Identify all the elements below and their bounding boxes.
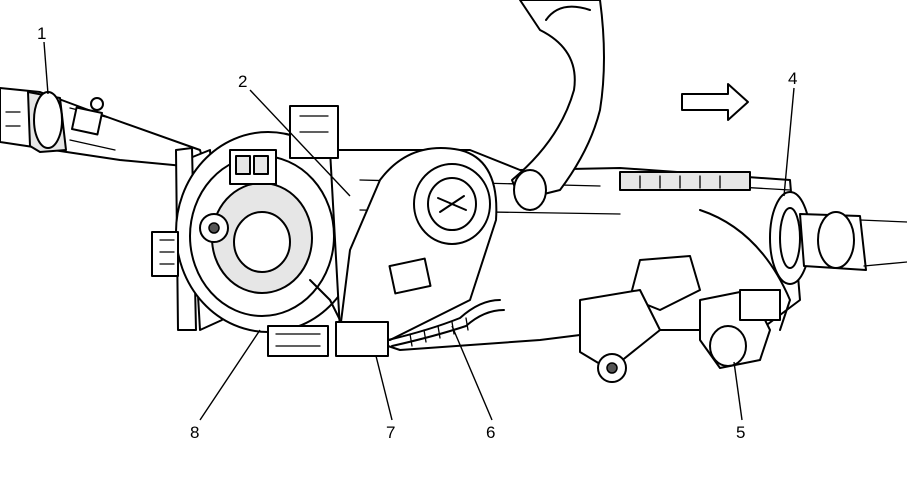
callout-8: 8 — [190, 423, 199, 442]
multifunction-lever — [0, 87, 206, 169]
callout-2: 2 — [238, 72, 247, 91]
callout-5: 5 — [736, 423, 745, 442]
lower-shaft — [769, 191, 907, 285]
tilt-mechanism — [579, 209, 791, 383]
callout-1: 1 — [37, 24, 46, 43]
callout-labels: 1 2 4 5 6 7 8 — [37, 24, 797, 442]
leader-lines — [43, 41, 795, 421]
wiring-harness — [387, 299, 505, 347]
right-arrow-icon — [681, 83, 749, 121]
callout-6: 6 — [486, 423, 495, 442]
lock-housing — [335, 147, 498, 357]
callout-4: 4 — [788, 69, 797, 88]
upper-shaft — [511, 0, 605, 211]
clockspring-assembly — [151, 131, 361, 357]
callout-7: 7 — [386, 423, 395, 442]
